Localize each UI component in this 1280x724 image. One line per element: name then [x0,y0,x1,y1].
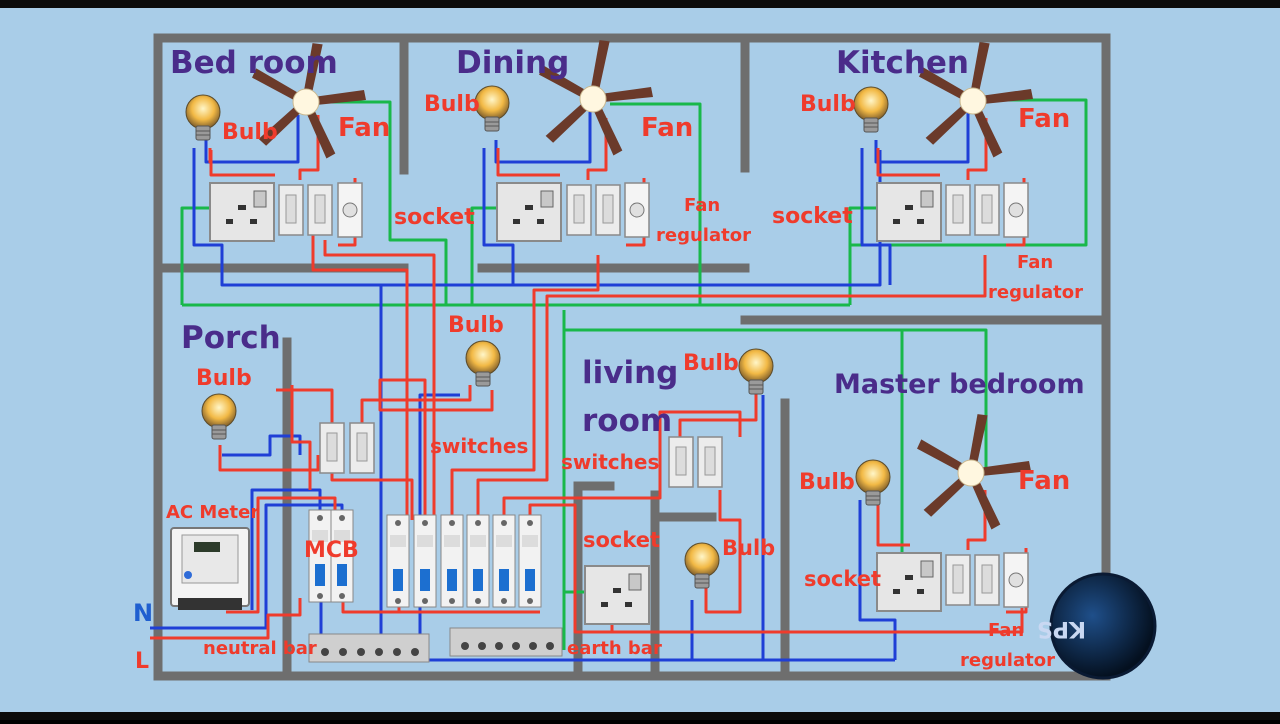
neutral-wire [192,148,882,287]
earth-wire [564,328,988,470]
live-wire [298,115,320,180]
live-wire [290,385,312,490]
switch-board-bedroom [209,182,363,242]
label-switches: switches [430,434,528,458]
room-title-kitchen: Kitchen [836,45,969,81]
live-wire [502,410,742,515]
room-title-bedroom: Bed room [170,45,338,81]
live-wire [586,118,608,180]
live-wire [876,148,940,177]
live-wire [311,232,409,515]
earth-bar [449,627,563,657]
label-fan-regulator: regulator [960,650,1055,671]
label-fan-regulator: regulator [988,282,1083,303]
neutral-wire [494,112,592,164]
room-title-dining: Dining [456,45,569,81]
room-title-master: Master bedroom [834,369,1085,400]
switch-board-master [876,552,1029,612]
label-fan-regulator: Fan [988,620,1024,641]
label-live: L [135,649,149,674]
label-bulb: Bulb [800,92,856,117]
live-wire [704,490,742,614]
neutral-wire [482,148,515,285]
live-wire [276,388,414,520]
live-wire [528,503,1024,634]
label-fan: Fan [338,113,390,143]
label-fan-regulator: Fan [1017,252,1053,273]
label-fan-regulator: Fan [684,195,720,216]
neutral-wire [250,488,322,610]
live-wire [876,500,910,547]
earth-wire [848,98,1088,305]
room-title-living-line1: living [582,355,678,391]
label-socket: socket [394,205,475,230]
label-bulb: Bulb [722,536,775,560]
earth-wire [322,100,448,305]
label-earth-bar: earth bar [567,638,662,659]
label-socket: socket [583,528,660,552]
room-title-living-line2: room [582,403,672,439]
live-wire [496,148,560,177]
label-ac-meter: AC Meter [166,502,259,523]
socket-living [584,565,650,625]
label-bulb: Bulb [799,470,855,495]
switch-board-dining [496,182,650,242]
label-socket: socket [772,204,853,229]
live-wire [966,118,988,180]
live-wire [150,598,302,640]
neutral-wire [874,112,970,164]
neutral-wire [150,503,344,630]
label-neutral: N [133,599,153,627]
neutral-wire [858,500,897,660]
label-bulb: Bulb [222,120,278,145]
live-wire [678,390,758,437]
live-wire [450,255,600,515]
label-neutral-bar: neutral bar [203,638,317,659]
live-wire [226,496,337,614]
label-switches: switches [561,450,659,474]
label-fan: Fan [641,113,693,143]
logo-text: KPS [1037,616,1086,641]
label-socket: socket [804,567,881,591]
label-fan-regulator: regulator [656,225,751,246]
live-wire [341,600,540,614]
neutral-bar [308,633,430,663]
earth-wire [610,102,702,305]
kps-logo: KPS [1037,572,1157,680]
label-bulb: Bulb [424,92,480,117]
switch-board-kitchen [876,182,1029,242]
live-wire [209,150,275,177]
label-mcb: MCB [304,538,359,563]
neutral-wire [860,148,892,285]
label-bulb: Bulb [448,313,504,338]
live-wire [218,445,320,472]
live-wire [378,378,494,515]
label-fan: Fan [1018,466,1070,496]
ac-meter [170,527,250,610]
label-bulb: Bulb [196,366,252,391]
room-title-porch: Porch [181,320,281,356]
live-wire [476,255,987,515]
live-wire [323,240,436,515]
live-wire [966,490,987,550]
label-bulb: Bulb [683,351,739,376]
neutral-wire [204,115,300,164]
label-fan: Fan [1018,104,1070,134]
